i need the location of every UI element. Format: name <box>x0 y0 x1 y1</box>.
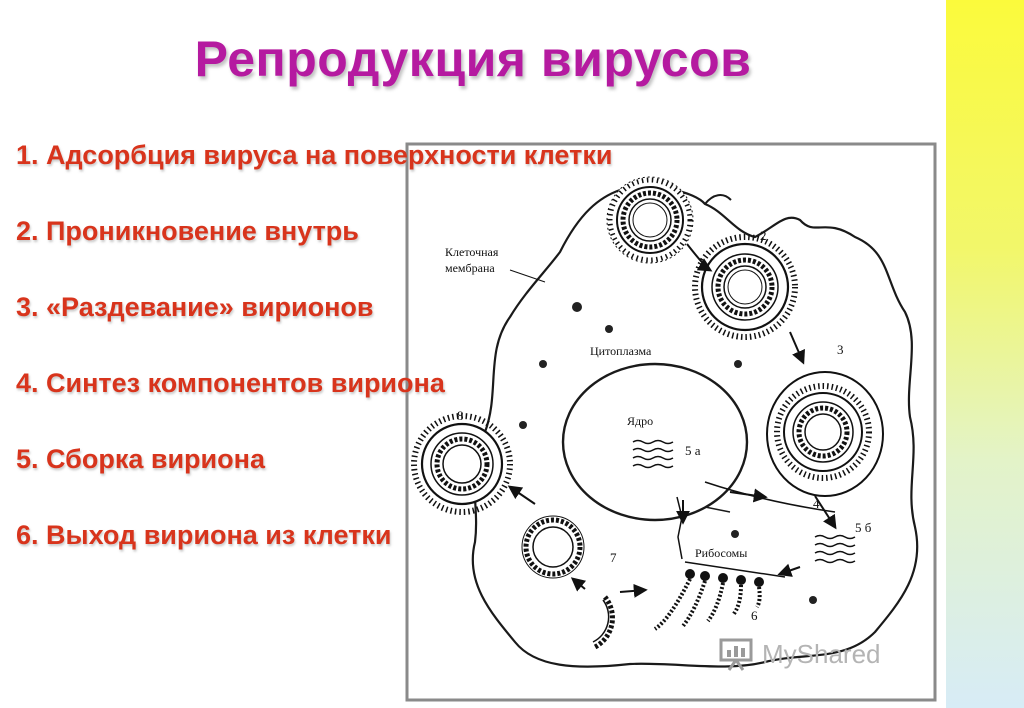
stage-number-6: 6 <box>751 608 758 623</box>
stage-number-5a: 5 а <box>685 443 701 458</box>
ribosomes <box>685 569 764 587</box>
step-6: 6. Выход вириона из клетки <box>16 520 392 550</box>
virion-stage-3 <box>766 371 884 497</box>
label-nucleus: Ядро <box>627 414 653 428</box>
stage-number-2: 2 <box>760 228 767 243</box>
label-membrane-2: мембрана <box>445 261 495 275</box>
rna-5a <box>632 439 674 469</box>
step-4: 4. Синтез компонентов вириона <box>16 368 445 398</box>
label-ribosomes: Рибосомы <box>695 546 747 560</box>
peptide-chains <box>653 578 762 631</box>
stage-number-5b: 5 б <box>855 520 872 535</box>
steps-list: 1. Адсорбция вируса на поверхности клетк… <box>16 140 612 596</box>
rna-5b <box>814 534 856 564</box>
watermark-text: MyShared <box>762 638 881 669</box>
virion-stage-2 <box>692 234 798 340</box>
presentation-chart-icon <box>719 638 753 671</box>
stage-number-3: 3 <box>837 342 844 357</box>
step-5: 5. Сборка вириона <box>16 444 265 474</box>
label-membrane-1: Клеточная <box>445 245 499 259</box>
stage-number-8: 8 <box>457 408 464 423</box>
nucleus <box>561 362 749 522</box>
cytoplasm-granules <box>519 302 817 604</box>
process-arrows <box>507 243 837 598</box>
watermark[interactable]: MyShared <box>718 636 881 672</box>
partial-capsid <box>593 595 615 650</box>
virion-stage-8 <box>411 413 513 515</box>
step-1: 1. Адсорбция вируса на поверхности клетк… <box>16 140 613 170</box>
stage-number-7: 7 <box>610 550 617 565</box>
virion-stage-7 <box>521 515 585 579</box>
virion-stage-1 <box>606 176 694 264</box>
side-gradient-band <box>946 0 1024 708</box>
slide-title: Репродукция вирусов <box>194 31 752 87</box>
step-3: 3. «Раздевание» вирионов <box>16 292 374 322</box>
stage-number-4: 4 <box>813 496 820 511</box>
step-2: 2. Проникновение внутрь <box>16 216 359 246</box>
virus-reproduction-diagram: 2 3 4 5 а 5 б 6 7 8 Клеточная мембрана Ц… <box>405 142 937 702</box>
label-cytoplasm: Цитоплазма <box>590 344 652 358</box>
